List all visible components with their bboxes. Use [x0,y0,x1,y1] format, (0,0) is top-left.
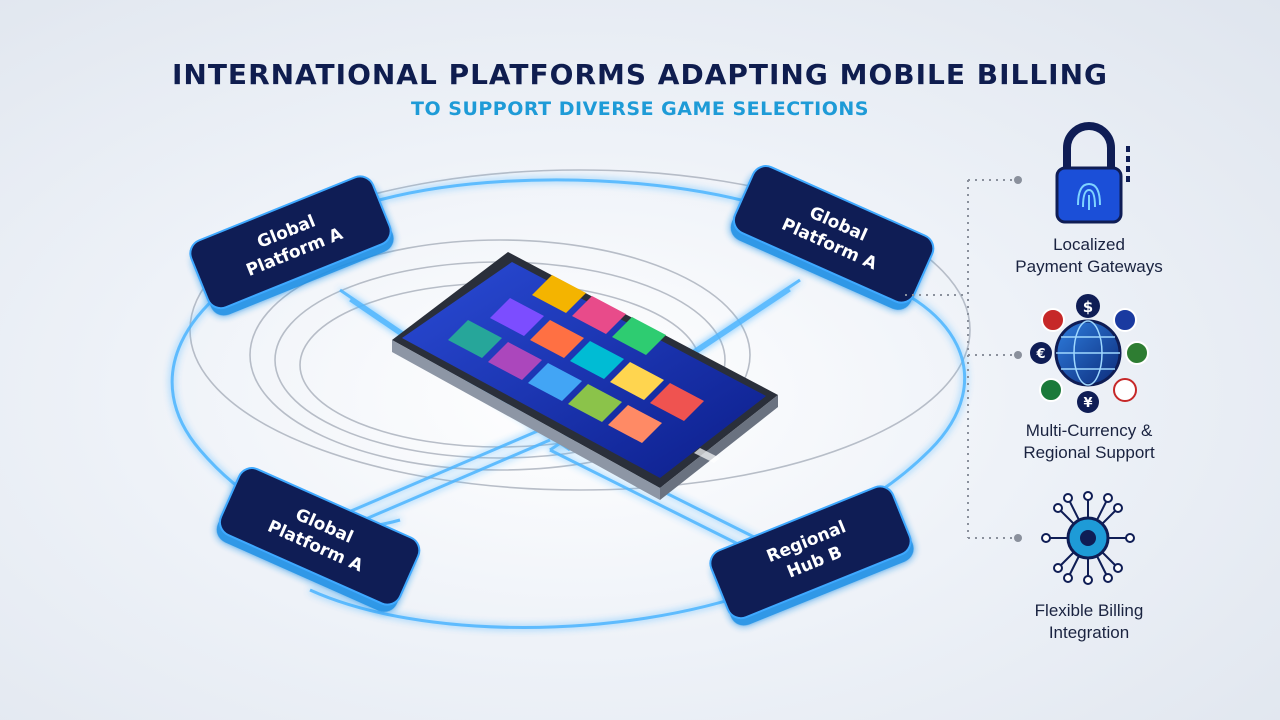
flag-japan [1113,378,1137,402]
node-global-platform-3[interactable]: Global Platform A [212,464,424,617]
flag-us [1041,308,1065,332]
node-global-platform-1[interactable]: Global Platform A [186,172,398,320]
feature-label-line2: Regional Support [1023,443,1155,462]
euro-symbol: € [1035,347,1045,362]
smartphone[interactable] [392,252,778,500]
feature-flexible-billing-integration: Flexible Billing Integration [994,600,1184,644]
connector-dots [1014,176,1022,542]
globe-currency-icon: $ € ¥ [1030,294,1149,413]
feature-label-line1: Flexible Billing [1034,601,1144,620]
feature-label-line2: Integration [1048,623,1130,642]
dollar-symbol: $ [1083,298,1093,316]
flag-green [1039,378,1063,402]
feature-label-line2: Payment Gateways [1015,257,1163,276]
node-global-platform-2[interactable]: Global Platform A [726,162,938,315]
flag-eu [1113,308,1137,332]
game-thumbnails[interactable] [448,275,704,443]
circuit-chip-icon [1041,491,1135,585]
feature-localized-payment-gateways: Localized Payment Gateways [994,234,1184,278]
feature-label-line1: Multi-Currency & [1025,421,1153,440]
feature-multi-currency-regional-support: Multi-Currency & Regional Support [994,420,1184,464]
diagram-title: INTERNATIONAL PLATFORMS ADAPTING MOBILE … [171,58,1108,91]
feature-connector [905,179,1015,539]
feature-label-line1: Localized [1053,235,1125,254]
flag-italy [1125,341,1149,365]
yen-symbol: ¥ [1083,396,1092,411]
diagram-subtitle: TO SUPPORT DIVERSE GAME SELECTIONS [411,98,869,120]
fingerprint-lock-icon [1055,122,1130,224]
node-regional-hub[interactable]: Regional Hub B [706,482,918,630]
